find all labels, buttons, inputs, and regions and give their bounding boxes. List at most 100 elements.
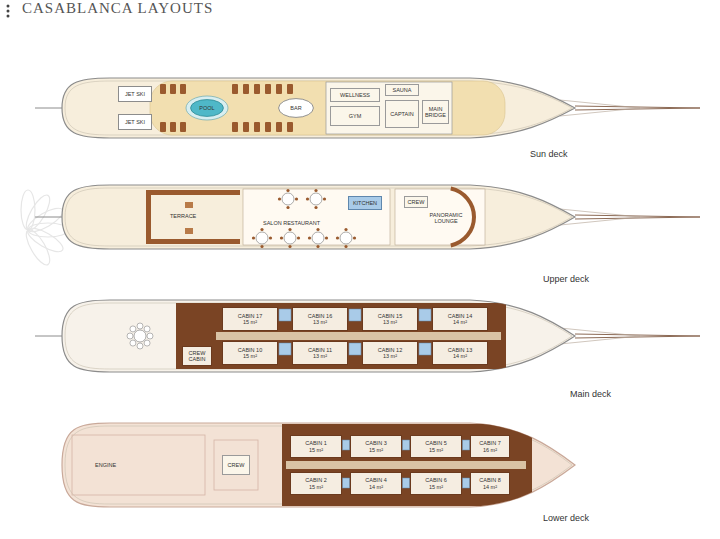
dining-chair [314,189,317,192]
room-area: 13 m² [383,353,397,359]
room-area: 14 m² [483,484,497,490]
gunwale-line [65,81,572,135]
room-area: 15 m² [309,484,323,490]
bathroom [279,309,291,321]
area-name: ENGINE [95,462,116,468]
main-bridge: MAIN BRIDGE [422,100,449,124]
room-name: JET SKI [125,119,145,125]
dining-table [340,232,352,244]
dining-chair [316,245,319,248]
captain-cabin: CAPTAIN [385,100,419,128]
dining-chair [306,197,309,200]
dining-chair [344,245,347,248]
sun-lounger [180,122,186,132]
deck-hull [35,185,700,249]
wellness-area [326,82,452,134]
pool-surround [186,96,228,120]
crew-room: CREW [222,455,250,475]
dining-chair [286,189,289,192]
aft-chair [147,333,153,339]
room-name: BAR [290,105,301,111]
terrace-table [185,228,193,234]
aft-chair [130,340,136,346]
room-name: GYM [349,113,362,119]
room-name: CREW [408,199,425,205]
sun-deck-details [150,81,505,135]
sun-lounger [243,84,249,94]
guest-cabin: CABIN 1513 m² [362,307,418,331]
room-name: CABIN 13 [448,347,472,353]
deck-name: Main deck [570,390,611,400]
bathroom [279,343,291,355]
room-name: CABIN 8 [479,477,500,483]
room-name: CABIN 14 [448,313,472,319]
deck-hull [35,78,700,138]
room-name: JET SKI [125,91,145,97]
dining-chair [323,197,326,200]
guest-cabin: CABIN 414 m² [350,472,402,495]
room-area: 15 m² [369,447,383,453]
room-name: KITCHEN [353,200,377,206]
gunwale-line [65,426,572,504]
room-name: CABIN 10 [238,347,262,353]
room-name: CABIN 15 [378,313,402,319]
room-name: CABIN 6 [425,477,446,483]
dining-chair [297,236,300,239]
bathroom [349,343,361,355]
deck-hull [35,300,700,372]
room-area: 15 m² [309,447,323,453]
dining-chair [316,228,319,231]
room-area: 14 m² [453,319,467,325]
guest-cabin: CABIN 1314 m² [432,341,488,365]
jet-ski-bay: JET SKI [118,114,152,130]
sun-lounger [276,84,282,94]
aft-chair [144,326,150,332]
room-name: CABIN 2 [305,477,326,483]
bathroom [343,440,350,450]
guest-cabin: CABIN 615 m² [410,472,462,495]
flag-pole [35,336,62,337]
hull-outline [62,300,575,372]
bathroom [463,440,470,450]
dining-chair [288,245,291,248]
bathroom [403,440,410,450]
room-name: CABIN 12 [378,347,402,353]
main-deck-details [127,303,506,369]
dining-chair [353,236,356,239]
cabin-floor [282,424,532,506]
dining-chair [252,236,255,239]
gunwale-line [65,188,572,246]
dining-chair [288,228,291,231]
lounge-floor [395,189,485,245]
room-name: CABIN 5 [425,440,446,446]
menu-dot [7,15,10,18]
terrace-table [185,202,193,208]
sun-lounger [232,122,238,132]
guest-cabin: CABIN 115 m² [290,435,342,458]
engine-room [72,435,205,495]
sun-lounger [265,84,271,94]
dining-table [312,232,324,244]
room-area: 15 m² [243,353,257,359]
flower-petal [25,224,67,256]
room-area: 15 m² [429,447,443,453]
dining-chair [260,245,263,248]
bathroom [463,478,470,488]
menu-dots [7,5,10,18]
sun-lounger [232,84,238,94]
room-name: CABIN 11 [308,347,332,353]
aft-table [134,330,146,342]
corridor [216,332,501,340]
crew-cabin: CREW CABIN [182,346,212,366]
guest-cabin: CABIN 515 m² [410,435,462,458]
flower-petal [21,190,35,230]
dining-table [310,193,322,205]
dining-chair [314,206,317,209]
bathroom [419,343,431,355]
dining-chair [295,197,298,200]
deck-name: Sun deck [530,150,568,160]
guest-cabin: CABIN 1113 m² [292,341,348,365]
sun-lounger [170,84,176,94]
